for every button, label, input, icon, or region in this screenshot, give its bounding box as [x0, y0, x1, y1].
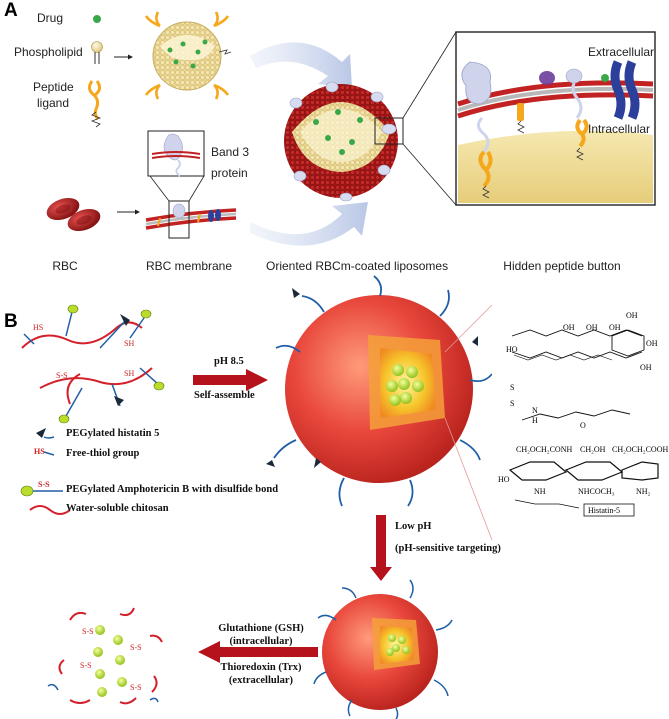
band3-label-line2: protein	[211, 166, 248, 180]
step1-self-assemble: Self-assemble	[194, 390, 255, 401]
released-ss-1: S-S	[82, 627, 94, 636]
step2-targeting: (pH-sensitive targeting)	[395, 543, 501, 554]
chem-histatin-box: Histatin-5	[588, 506, 620, 515]
histatin-legend-icon	[36, 428, 55, 439]
caption-rbc: RBC	[52, 259, 78, 273]
chem-s-2: S	[510, 399, 514, 408]
step3-intracellular: (intracellular)	[229, 636, 293, 647]
caption-oriented-liposomes: Oriented RBCm-coated liposomes	[266, 259, 449, 273]
caption-rbc-membrane: RBC membrane	[145, 259, 233, 273]
chem-oh-5: OH	[646, 339, 658, 348]
chem-n: N	[532, 406, 538, 415]
zoom-line-bottom	[402, 143, 457, 206]
chem-h: H	[532, 416, 538, 425]
caption-hidden-peptide: Hidden peptide button	[503, 259, 621, 273]
targeted-nanoparticle	[313, 579, 453, 719]
chem-oh-6: OH	[640, 363, 652, 372]
step1-ph: pH 8.5	[214, 356, 244, 367]
band3-label-line1: Band 3	[211, 145, 250, 159]
free-thiol-label-2: SH	[124, 339, 134, 348]
drug-icon	[93, 15, 101, 23]
chem-ch2och2conh: CH₂OCH₂CONH	[516, 445, 572, 454]
step3-extracellular: (extracellular)	[228, 675, 294, 686]
peptide-ligand-icon	[87, 80, 102, 128]
panel-b-label: B	[4, 311, 18, 332]
step3-trx: Thioredoxin (Trx)	[220, 662, 302, 673]
zoom-line-top	[402, 31, 457, 119]
rbc-membrane	[145, 130, 237, 239]
inset-extracellular: Extracellular	[588, 45, 655, 59]
chem-oh-4: OH	[626, 311, 638, 320]
chemical-structure	[492, 305, 660, 540]
hidden-peptide-inset	[455, 31, 656, 206]
legend-peg-amphotericin: PEGylated Amphotericin B with disulfide …	[66, 484, 279, 495]
legend-phospholipid: Phospholipid	[14, 45, 83, 59]
released-ss-4: S-S	[130, 683, 142, 692]
free-thiol-label-1: HS	[33, 323, 43, 332]
thiol-legend-icon	[43, 451, 55, 456]
chem-oh-3: OH	[609, 323, 621, 332]
chem-o-1: O	[580, 421, 586, 430]
legend-peptide-line1: Peptide	[33, 80, 74, 94]
free-polymers	[21, 304, 165, 424]
chem-oh-1: OH	[563, 323, 575, 332]
phospholipid-icon	[91, 41, 103, 64]
released-ss-3: S-S	[80, 661, 92, 670]
chem-ho-2: HO	[498, 475, 510, 484]
chem-ch2och2cooh: CH₂OCH₂COOH	[612, 445, 668, 454]
flow-arrow-top	[250, 42, 352, 88]
legend-peptide-line2: ligand	[37, 96, 70, 110]
chem-nh: NH	[534, 487, 546, 496]
released-drug-cluster	[47, 607, 163, 705]
legend-free-thiol: Free-thiol group	[66, 448, 140, 459]
chem-nh2: NH₂	[636, 487, 651, 496]
release-arrow	[198, 641, 318, 663]
chitosan-legend-icon	[29, 505, 71, 515]
released-ss-2: S-S	[130, 643, 142, 652]
chem-ch2oh: CH₂OH	[580, 445, 606, 454]
self-assemble-arrow	[193, 369, 268, 391]
chem-nhcoch3: NHCOCH₃	[578, 487, 615, 496]
callout-line-bottom	[444, 417, 493, 541]
legend-chitosan: Water-soluble chitosan	[66, 503, 169, 514]
free-thiol-label-3: S-S	[56, 371, 68, 380]
inset-intracellular: Intracellular	[588, 122, 651, 136]
chem-s-1: S	[510, 383, 514, 392]
flow-arrow-bottom	[250, 202, 368, 246]
legend-thiol-hs: HS	[34, 447, 45, 456]
panel-a-label: A	[4, 0, 18, 21]
low-ph-arrow	[370, 515, 392, 581]
rbc-cells	[46, 197, 101, 232]
chem-ho-1: HO	[506, 345, 518, 354]
step3-gsh: Glutathione (GSH)	[218, 623, 304, 634]
peptide-liposome	[144, 11, 232, 100]
legend-peg-histatin: PEGylated histatin 5	[66, 428, 160, 439]
chem-oh-2: OH	[586, 323, 598, 332]
step2-low-ph: Low pH	[395, 521, 432, 532]
rbcm-coated-liposome	[284, 81, 404, 202]
callout-line-top	[444, 304, 493, 353]
self-assembled-nanoparticle	[266, 275, 493, 507]
free-thiol-label-4: SH	[124, 369, 134, 378]
amphotericin-legend-icon	[20, 485, 63, 497]
legend-amphotericin-ss: S-S	[38, 480, 50, 489]
legend-drug: Drug	[37, 11, 64, 25]
